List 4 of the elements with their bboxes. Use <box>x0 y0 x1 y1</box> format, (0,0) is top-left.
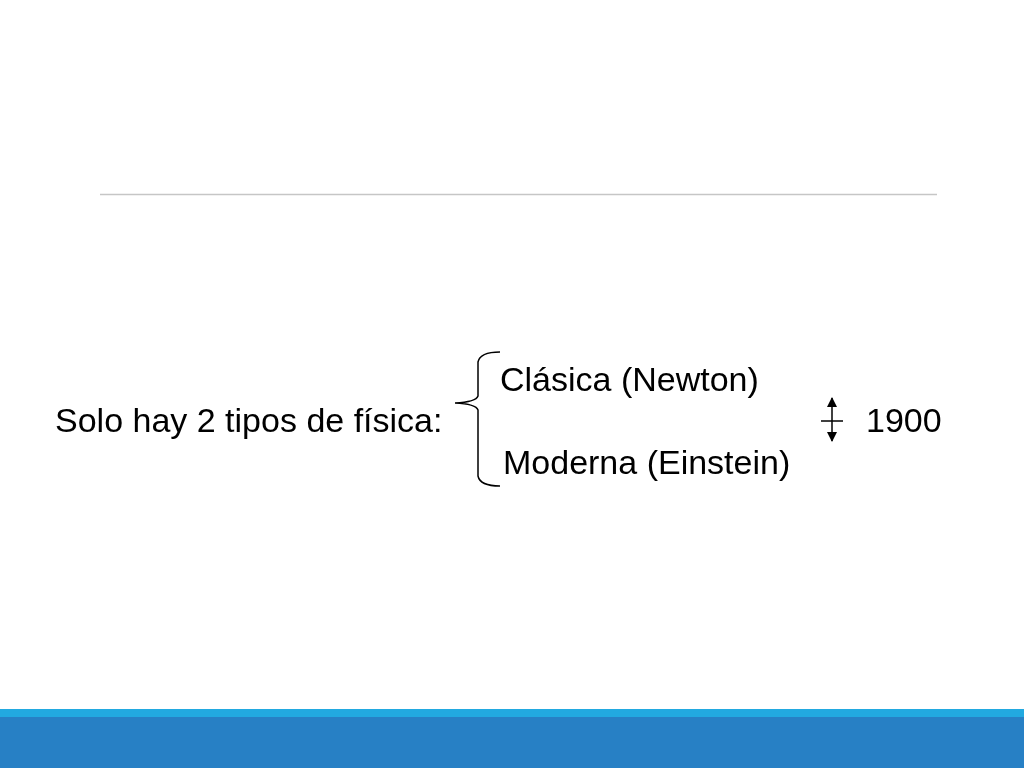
statement-text: Solo hay 2 tipos de física: <box>55 400 443 440</box>
branch-label: Clásica (Newton) <box>500 359 759 399</box>
year-label: 1900 <box>866 400 942 440</box>
branch-label: Moderna (Einstein) <box>503 442 791 482</box>
